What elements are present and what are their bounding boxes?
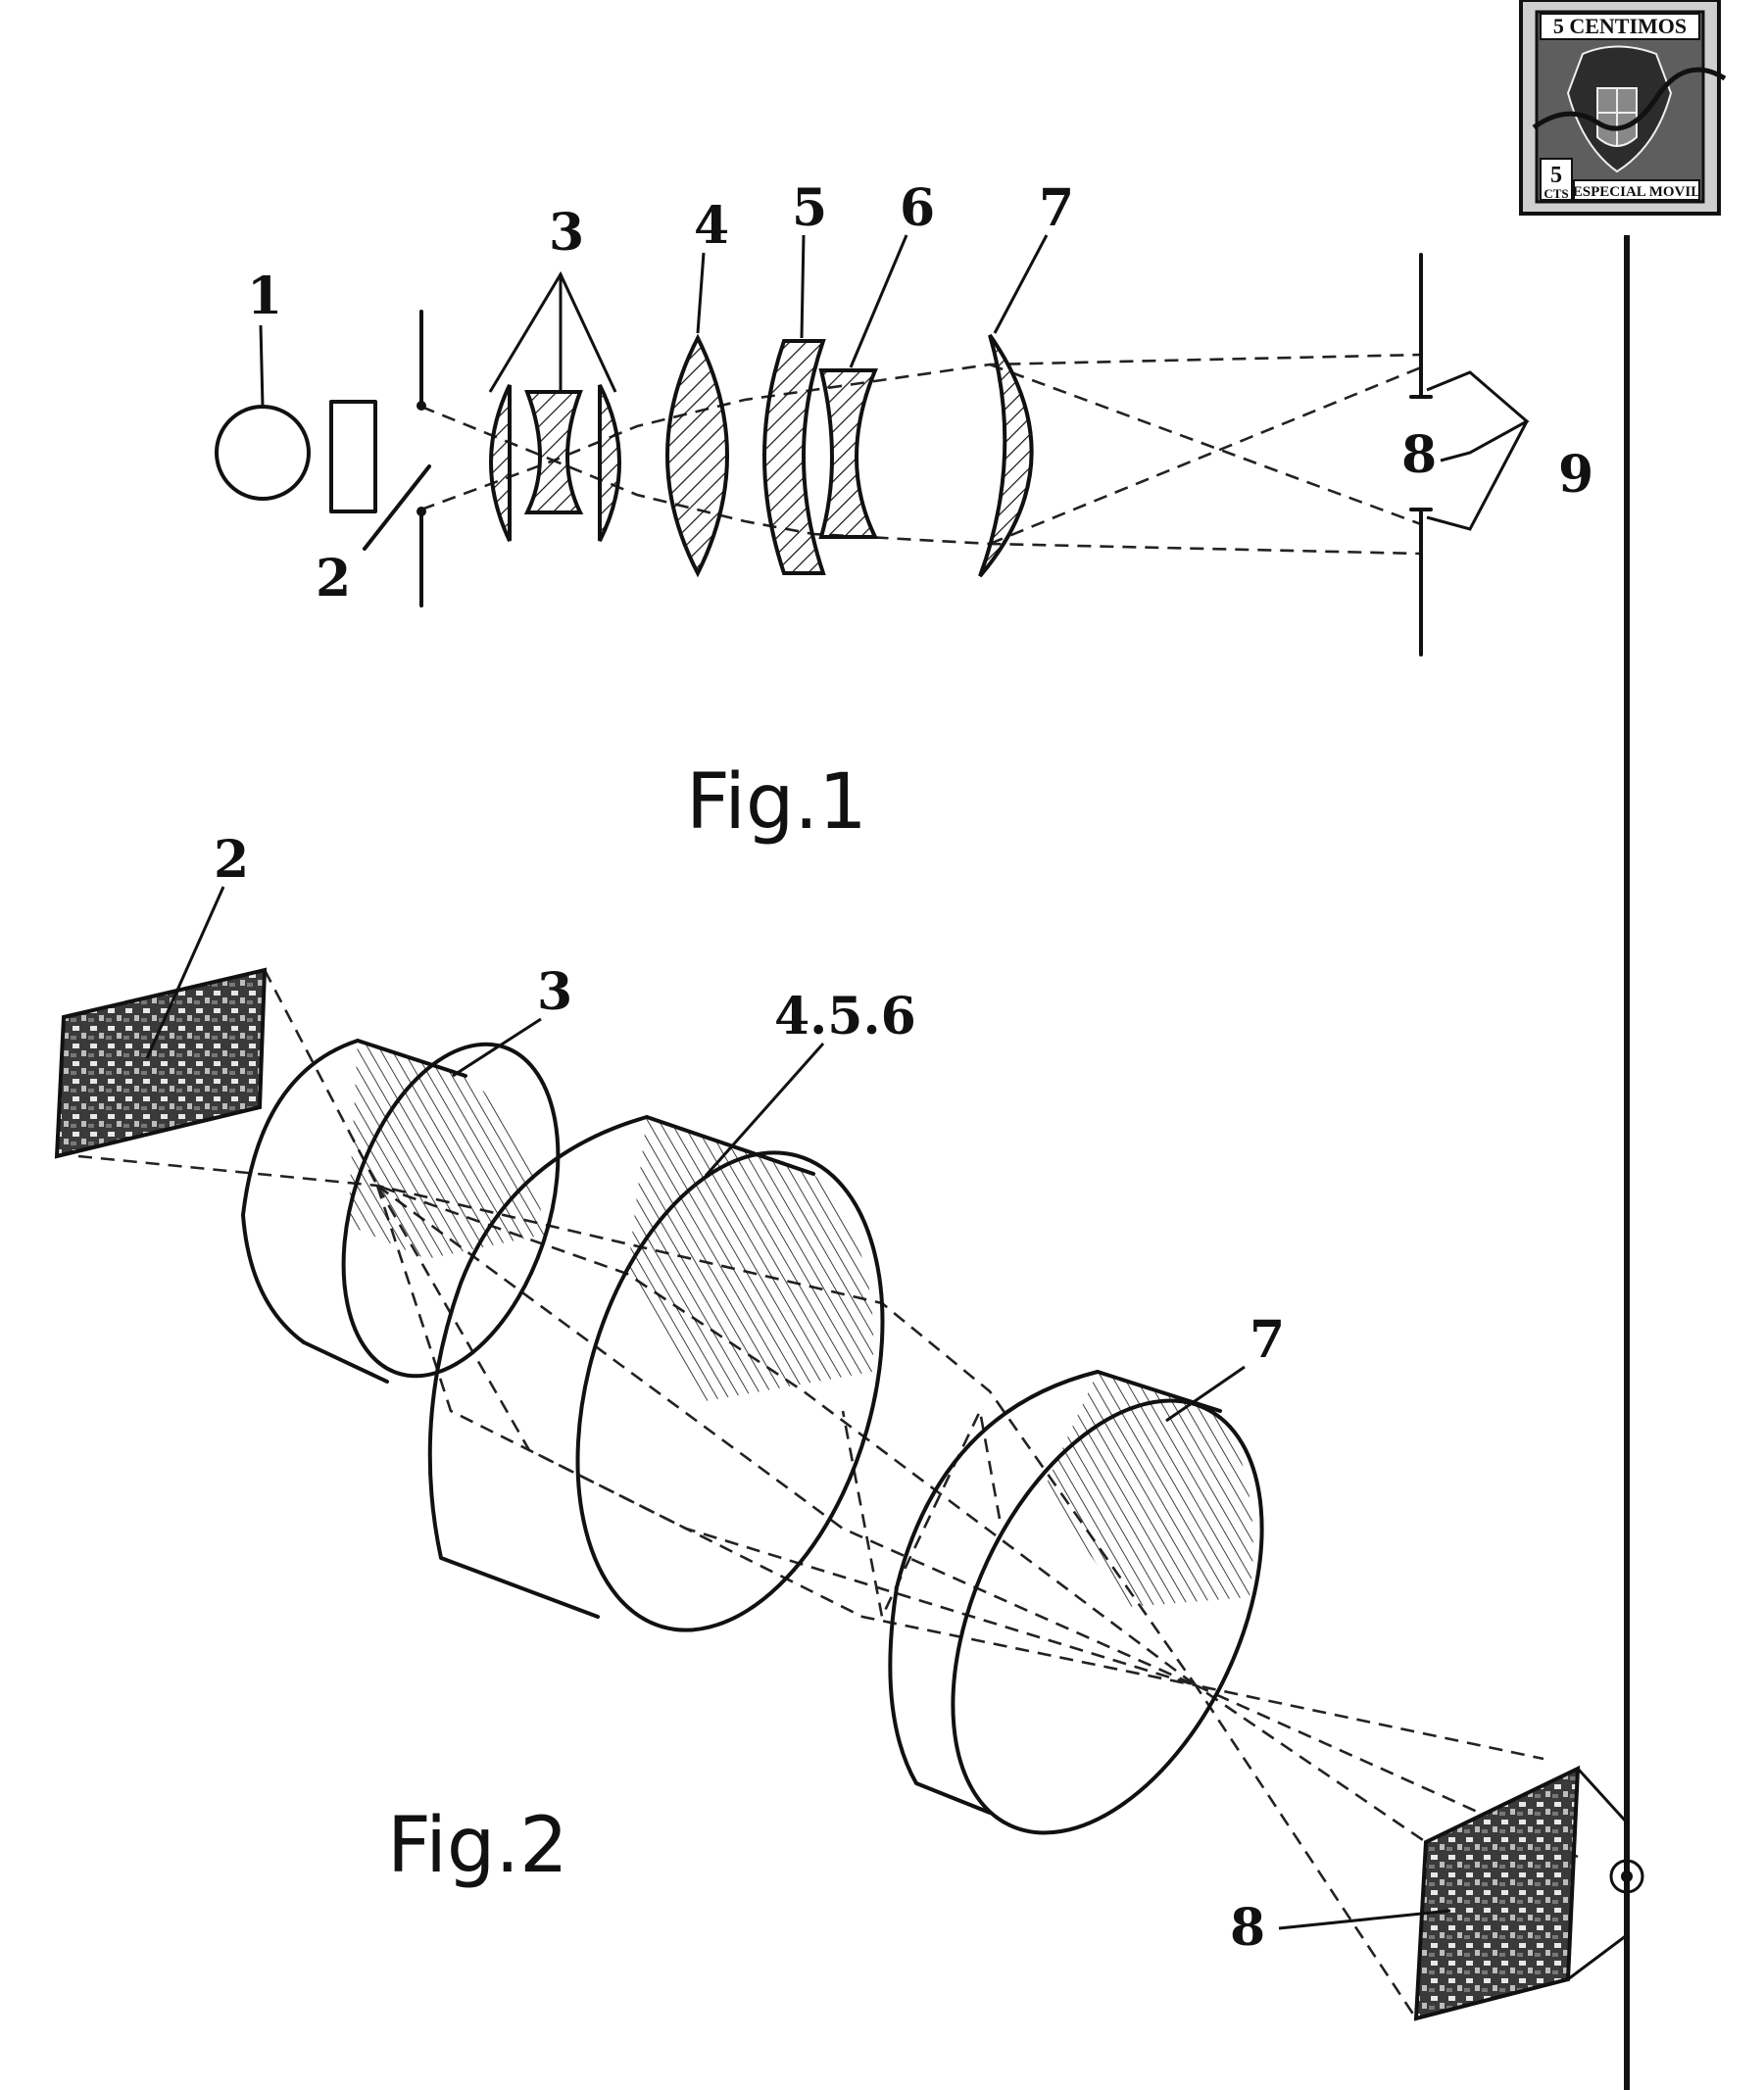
fig1-label-9: 9: [1558, 445, 1593, 505]
fig1-label-6: 6: [900, 178, 935, 238]
fig1-label-7: 7: [1039, 178, 1074, 238]
stamp-corner-unit: CTS: [1544, 186, 1568, 201]
light-source-circle: [215, 405, 311, 501]
image-plane: [1409, 253, 1530, 656]
fig2-label-2: 2: [214, 830, 249, 890]
lens-7: [978, 333, 1034, 578]
stamp-corner-value: 5: [1550, 163, 1562, 188]
fig2-label-3: 3: [537, 962, 572, 1022]
fig2-light-rays: [77, 969, 1579, 2019]
eye-icon: [1609, 1859, 1644, 1894]
condenser-block: [329, 400, 377, 513]
cancellation-scribble-icon: [1532, 67, 1727, 131]
fig2-image-plane: [1413, 1765, 1644, 2021]
figure-1: 1 2 3 4 5 6 7 8 9 Fig.1: [215, 178, 1593, 847]
fig1-caption: Fig.1: [686, 758, 867, 847]
fig1-label-1: 1: [247, 267, 282, 326]
fig1-label-3: 3: [549, 203, 584, 263]
coat-of-arms-icon: [1566, 45, 1673, 173]
fig2-caption: Fig.2: [387, 1802, 568, 1890]
fig2-label-8: 8: [1230, 1898, 1265, 1958]
fig2-slide: [54, 967, 268, 1159]
revenue-stamp: 5 CENTIMOS 5 CTS ESPECIAL MOVIL: [1519, 0, 1727, 216]
fig1-label-5: 5: [792, 178, 827, 238]
lens-6: [818, 368, 879, 539]
lens-4: [665, 333, 729, 578]
fig2-label-7: 7: [1250, 1310, 1285, 1370]
fig2-lens-7: [888, 1370, 1264, 1835]
figure-2: 2 3 4.5.6 7 8 Fig.2: [54, 830, 1644, 2021]
stamp-top-text: 5 CENTIMOS: [1553, 14, 1687, 38]
fig2-lens-3: [241, 1039, 561, 1384]
fig1-light-rays: [420, 353, 1422, 556]
fig1-label-2: 2: [316, 549, 351, 608]
lens-group-3: [488, 270, 621, 542]
fig1-label-4: 4: [694, 196, 729, 256]
lens-5: [762, 339, 826, 575]
fig2-lens-456: [427, 1115, 885, 1632]
slide-aperture: [363, 310, 431, 608]
fig1-label-8: 8: [1401, 425, 1437, 485]
stamp-bottom-text: ESPECIAL MOVIL: [1573, 184, 1700, 200]
fig2-label-456: 4.5.6: [774, 987, 916, 1046]
